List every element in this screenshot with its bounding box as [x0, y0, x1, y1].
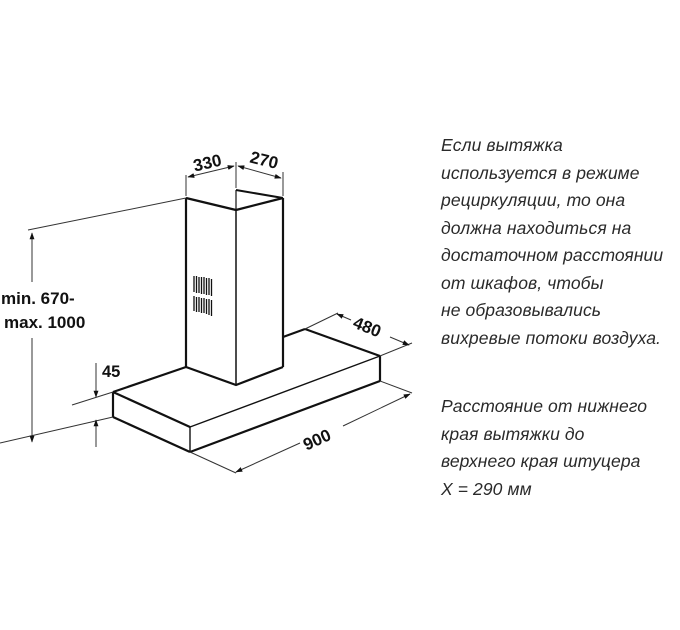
recirculation-note: Если вытяжка используется в режиме рецир… — [441, 132, 663, 352]
note-line: верхнего края штуцера — [441, 451, 641, 471]
chimney — [184, 189, 285, 387]
note-line: рециркуляции, то она — [441, 190, 626, 210]
note-line: вихревые потоки воздуха. — [441, 327, 662, 348]
dim-chimney-depth: 270 — [248, 148, 280, 173]
dim-canopy-thickness: 45 — [102, 363, 120, 381]
dimension-lines — [0, 162, 413, 474]
dim-height-min: min. 670- — [1, 289, 75, 308]
note-line: X = 290 мм — [441, 478, 532, 499]
canopy — [111, 327, 382, 454]
distance-note: Расстояние от нижнего края вытяжки до ве… — [441, 393, 647, 503]
dim-canopy-width: 900 — [300, 425, 334, 454]
vent-grille-icon — [193, 276, 213, 316]
note-line: от шкафов, чтобы — [441, 272, 604, 293]
note-line: должна находиться на — [441, 217, 632, 238]
note-line: края вытяжки до — [441, 423, 585, 444]
dim-canopy-depth: 480 — [350, 313, 383, 341]
note-line: Расстояние от нижнего — [441, 396, 648, 416]
dim-chimney-width: 330 — [191, 151, 223, 176]
dim-height-max: max. 1000 — [4, 313, 85, 332]
note-line: Если вытяжка — [441, 135, 563, 155]
note-line: достаточном расстоянии — [441, 245, 664, 265]
note-line: не образовывались — [441, 300, 602, 320]
note-line: используется в режиме — [441, 162, 640, 183]
